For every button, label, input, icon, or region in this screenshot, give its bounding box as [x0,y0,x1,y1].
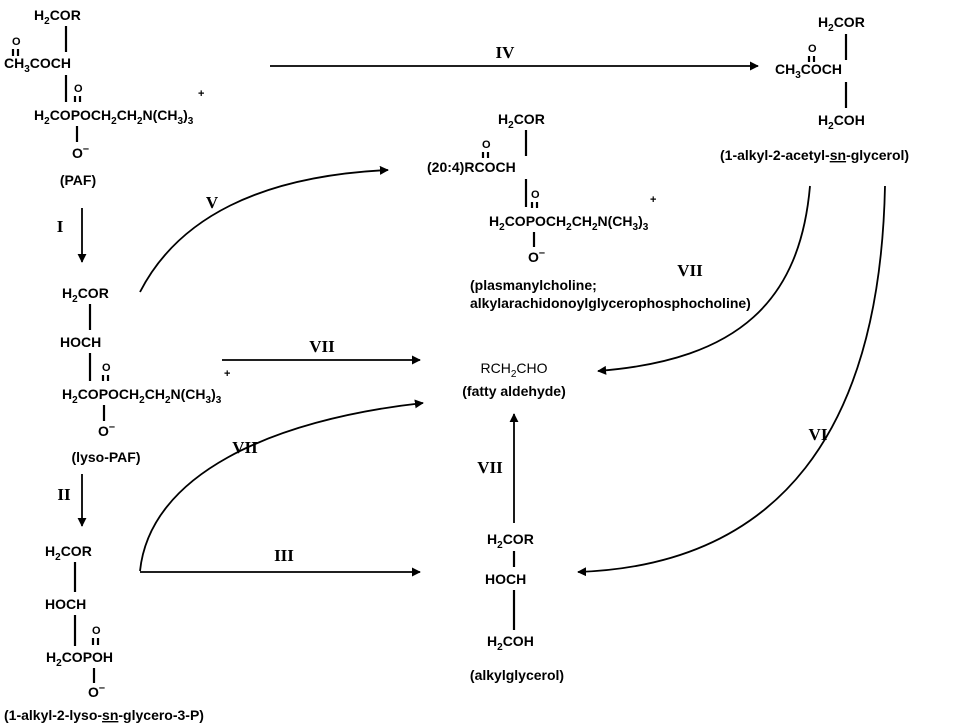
glycero-3p-line-2: HOCH [45,596,86,612]
arrow-vii-glycero [139,399,424,572]
acetyl-glycerol-structure: H2COR O CH3COCH H2COH (1-alkyl-2-acetyl-… [720,14,909,163]
paf-phosphoryl-o: O [74,83,83,95]
lyso-paf-o-minus: O– [98,421,115,439]
acetyl-glycerol-line-1: H2COR [818,14,865,34]
paf-plus-charge: + [198,88,204,100]
plasmanylcholine-line-1: H2COR [498,111,545,131]
label-vii-glycero: VII [232,438,258,457]
glycero-3p-line-3: H2COPOH [46,649,113,669]
lyso-paf-phosphoryl-o: O [102,362,111,374]
arrow-v [139,165,389,293]
acetyl-glycerol-line-3: H2COH [818,112,865,132]
fatty-aldehyde-structure: RCH2CHO (fatty aldehyde) [462,360,565,399]
glycero-3p-o-minus: O– [88,682,105,700]
plasmanylcholine-line-3: H2COPOCH2CH2N(CH3)3 [489,213,649,233]
paf-structure: H2COR O CH3COCH O + H2COPOCH2CH2N(CH3)3 … [4,7,204,188]
acetyl-glycerol-caption: (1-alkyl-2-acetyl-sn-glycerol) [720,147,909,163]
plasmanylcholine-caption-1: (plasmanylcholine; [470,277,597,293]
paf-caption: (PAF) [60,172,96,188]
label-ii: II [57,485,71,504]
lyso-paf-line-1: H2COR [62,285,109,305]
label-v: V [206,193,219,212]
label-vii-alkylglycerol: VII [477,458,503,477]
lyso-paf-plus-charge: + [224,368,230,380]
fatty-aldehyde-caption: (fatty aldehyde) [462,383,565,399]
lyso-paf-line-3: H2COPOCH2CH2N(CH3)3 [62,386,222,406]
label-i: I [57,217,64,236]
glycero-3p-caption: (1-alkyl-2-lyso-sn-glycero-3-P) [4,707,204,723]
plasmanylcholine-carbonyl-o: O [482,139,491,151]
alkylglycerol-structure: H2COR HOCH H2COH (alkylglycerol) [470,531,564,683]
paf-carbonyl-o: O [12,36,21,48]
lyso-paf-structure: H2COR HOCH O + H2COPOCH2CH2N(CH3)3 O– (l… [60,285,230,465]
glycero-3p-line-1: H2COR [45,543,92,563]
plasmanylcholine-o-minus: O– [528,247,545,265]
paf-line-2: CH3COCH [4,55,71,75]
label-iii: III [274,546,294,565]
alkylglycerol-caption: (alkylglycerol) [470,667,564,683]
paf-o-minus: O– [72,143,89,161]
plasmanylcholine-structure: H2COR O (20:4)RCOCH O + H2COPOCH2CH2N(CH… [427,111,751,311]
arrow-vii-acetyl [597,185,811,375]
label-vi: VI [809,425,828,444]
label-iv: IV [496,43,516,62]
lyso-paf-line-2: HOCH [60,334,101,350]
plasmanylcholine-caption-2: alkylarachidonoylglycerophosphocholine) [470,295,751,311]
lyso-paf-caption: (lyso-PAF) [72,449,141,465]
alkylglycerol-line-3: H2COH [487,633,534,653]
paf-line-1: H2COR [34,7,81,27]
label-vii-acetyl: VII [677,261,703,280]
plasmanylcholine-phosphoryl-o: O [531,189,540,201]
plasmanylcholine-plus-charge: + [650,194,656,206]
paf-line-3: H2COPOCH2CH2N(CH3)3 [34,107,194,127]
arrow-vi [577,185,886,577]
glycero-3p-phosphoryl-o: O [92,625,101,637]
plasmanylcholine-line-2: (20:4)RCOCH [427,159,516,175]
glycero-3p-structure: H2COR HOCH O H2COPOH O– (1-alkyl-2-lyso-… [4,543,204,723]
alkylglycerol-line-2: HOCH [485,571,526,587]
alkylglycerol-line-1: H2COR [487,531,534,551]
acetyl-glycerol-line-2: CH3COCH [775,61,842,81]
acetyl-glycerol-carbonyl-o: O [808,43,817,55]
label-vii-lyso: VII [309,337,335,356]
fatty-aldehyde-formula: RCH2CHO [480,360,547,380]
